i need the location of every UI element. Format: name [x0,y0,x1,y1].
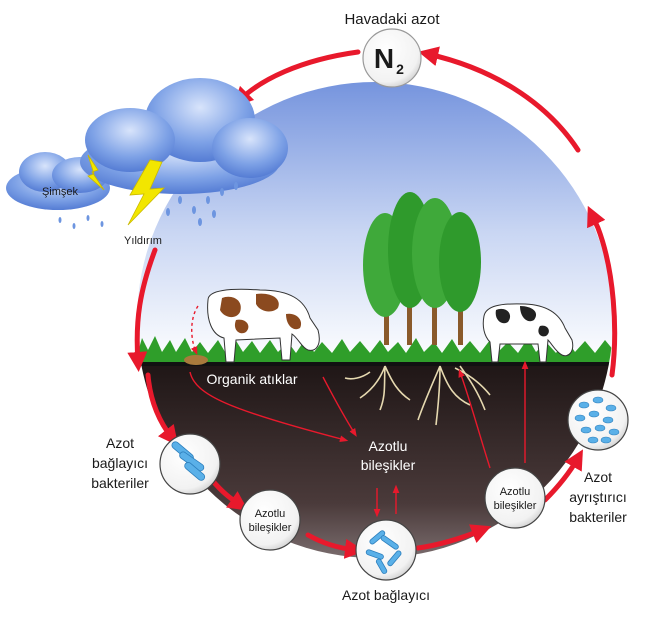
n2-symbol: N [374,43,394,74]
trees [363,192,481,345]
label-compounds-center-1: Azotlu [369,438,408,454]
label-fixing-bacteria-1: Azot [106,435,134,451]
roots [344,365,491,426]
process-arrows [189,305,529,518]
label-lightning-big: Yıldırım [124,235,162,247]
label-lightning-small: Şimşek [42,186,79,198]
label-compounds-center-2: bileşikler [361,457,416,473]
n2-bubble: N 2 [362,28,422,88]
label-organic-waste: Organik atıklar [206,371,297,387]
label-atmosphere: Havadaki azot [344,11,440,28]
dung-pile [184,355,208,365]
label-decomposer-1: Azot [584,469,612,485]
label-fixing-bacteria-2: bağlayıcı [92,455,148,471]
bubble-compounds-right [484,467,546,529]
cow-left [207,288,320,363]
label-fixing-bacteria-3: bakteriler [91,475,149,491]
label-decomposer-3: bakteriler [569,509,627,525]
label-compounds-right-1: Azotlu [500,486,531,498]
label-compounds-right-2: bileşikler [494,500,537,512]
label-decomposer-2: ayrıştırıcı [569,489,627,505]
bubble-compounds-left [239,489,301,551]
cloud-large [80,78,288,194]
label-compounds-left-1: Azotlu [255,508,286,520]
bubble-fixing-bacteria [159,433,221,495]
bubble-decomposer-bacteria [567,389,629,451]
lightning-bolts [87,154,166,226]
rain-drops [58,182,238,229]
label-compounds-left-2: bileşikler [249,522,292,534]
cow-right [482,303,574,363]
label-fixer-bottom: Azot bağlayıcı [342,587,430,603]
cycle-arrows [127,46,618,559]
n2-subscript: 2 [396,61,404,77]
bubble-fixer-bottom [355,519,417,581]
